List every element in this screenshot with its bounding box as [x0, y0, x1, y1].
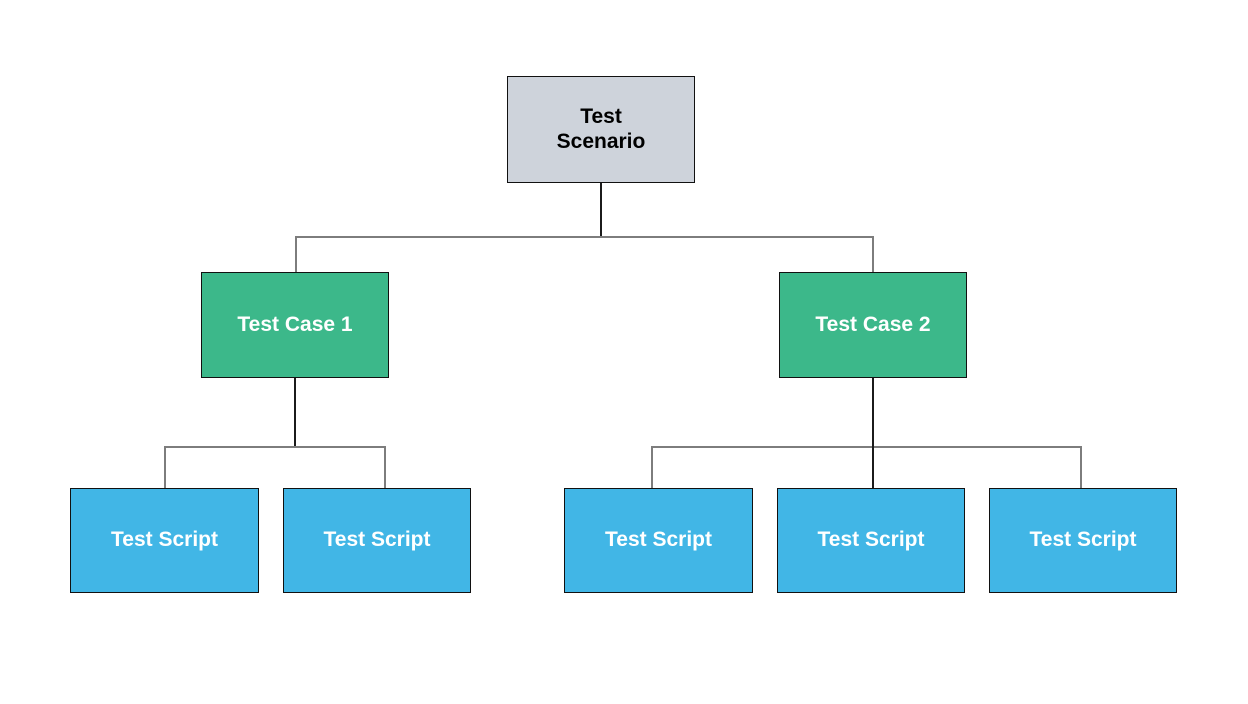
node-test-script-2-label: Test Script [323, 528, 431, 552]
edge-case-2-bus [651, 446, 1082, 448]
edge-case-1-to-script-2 [384, 446, 386, 489]
edge-case-1-to-script-1 [164, 446, 166, 489]
node-test-case-1[interactable]: Test Case 1 [201, 272, 389, 378]
node-test-script-1[interactable]: Test Script [70, 488, 259, 593]
edge-case-2-to-script-3 [651, 446, 653, 489]
node-test-script-3-label: Test Script [605, 528, 712, 552]
node-test-case-2[interactable]: Test Case 2 [779, 272, 967, 378]
node-test-script-3[interactable]: Test Script [564, 488, 753, 593]
node-test-script-4-label: Test Script [817, 528, 925, 552]
edge-case-2-stem [872, 378, 874, 447]
edge-case-2-to-script-5 [1080, 446, 1082, 489]
node-test-case-2-label: Test Case 2 [815, 312, 931, 336]
node-test-scenario-label: Test Scenario [556, 104, 646, 153]
node-test-script-5-label: Test Script [1029, 528, 1137, 552]
node-test-script-5[interactable]: Test Script [989, 488, 1177, 593]
node-test-script-2[interactable]: Test Script [283, 488, 471, 593]
edge-case-1-bus [164, 446, 386, 448]
edge-case-2-to-script-4 [872, 446, 874, 489]
node-test-script-1-label: Test Script [111, 528, 218, 552]
edge-root-stem [600, 183, 602, 238]
edge-root-to-case-2 [872, 236, 874, 273]
edge-case-1-stem [294, 378, 296, 447]
node-test-script-4[interactable]: Test Script [777, 488, 965, 593]
edge-root-to-case-1 [295, 236, 297, 273]
edge-root-bus [295, 236, 874, 238]
node-test-case-1-label: Test Case 1 [237, 312, 353, 336]
node-test-scenario[interactable]: Test Scenario [507, 76, 695, 183]
